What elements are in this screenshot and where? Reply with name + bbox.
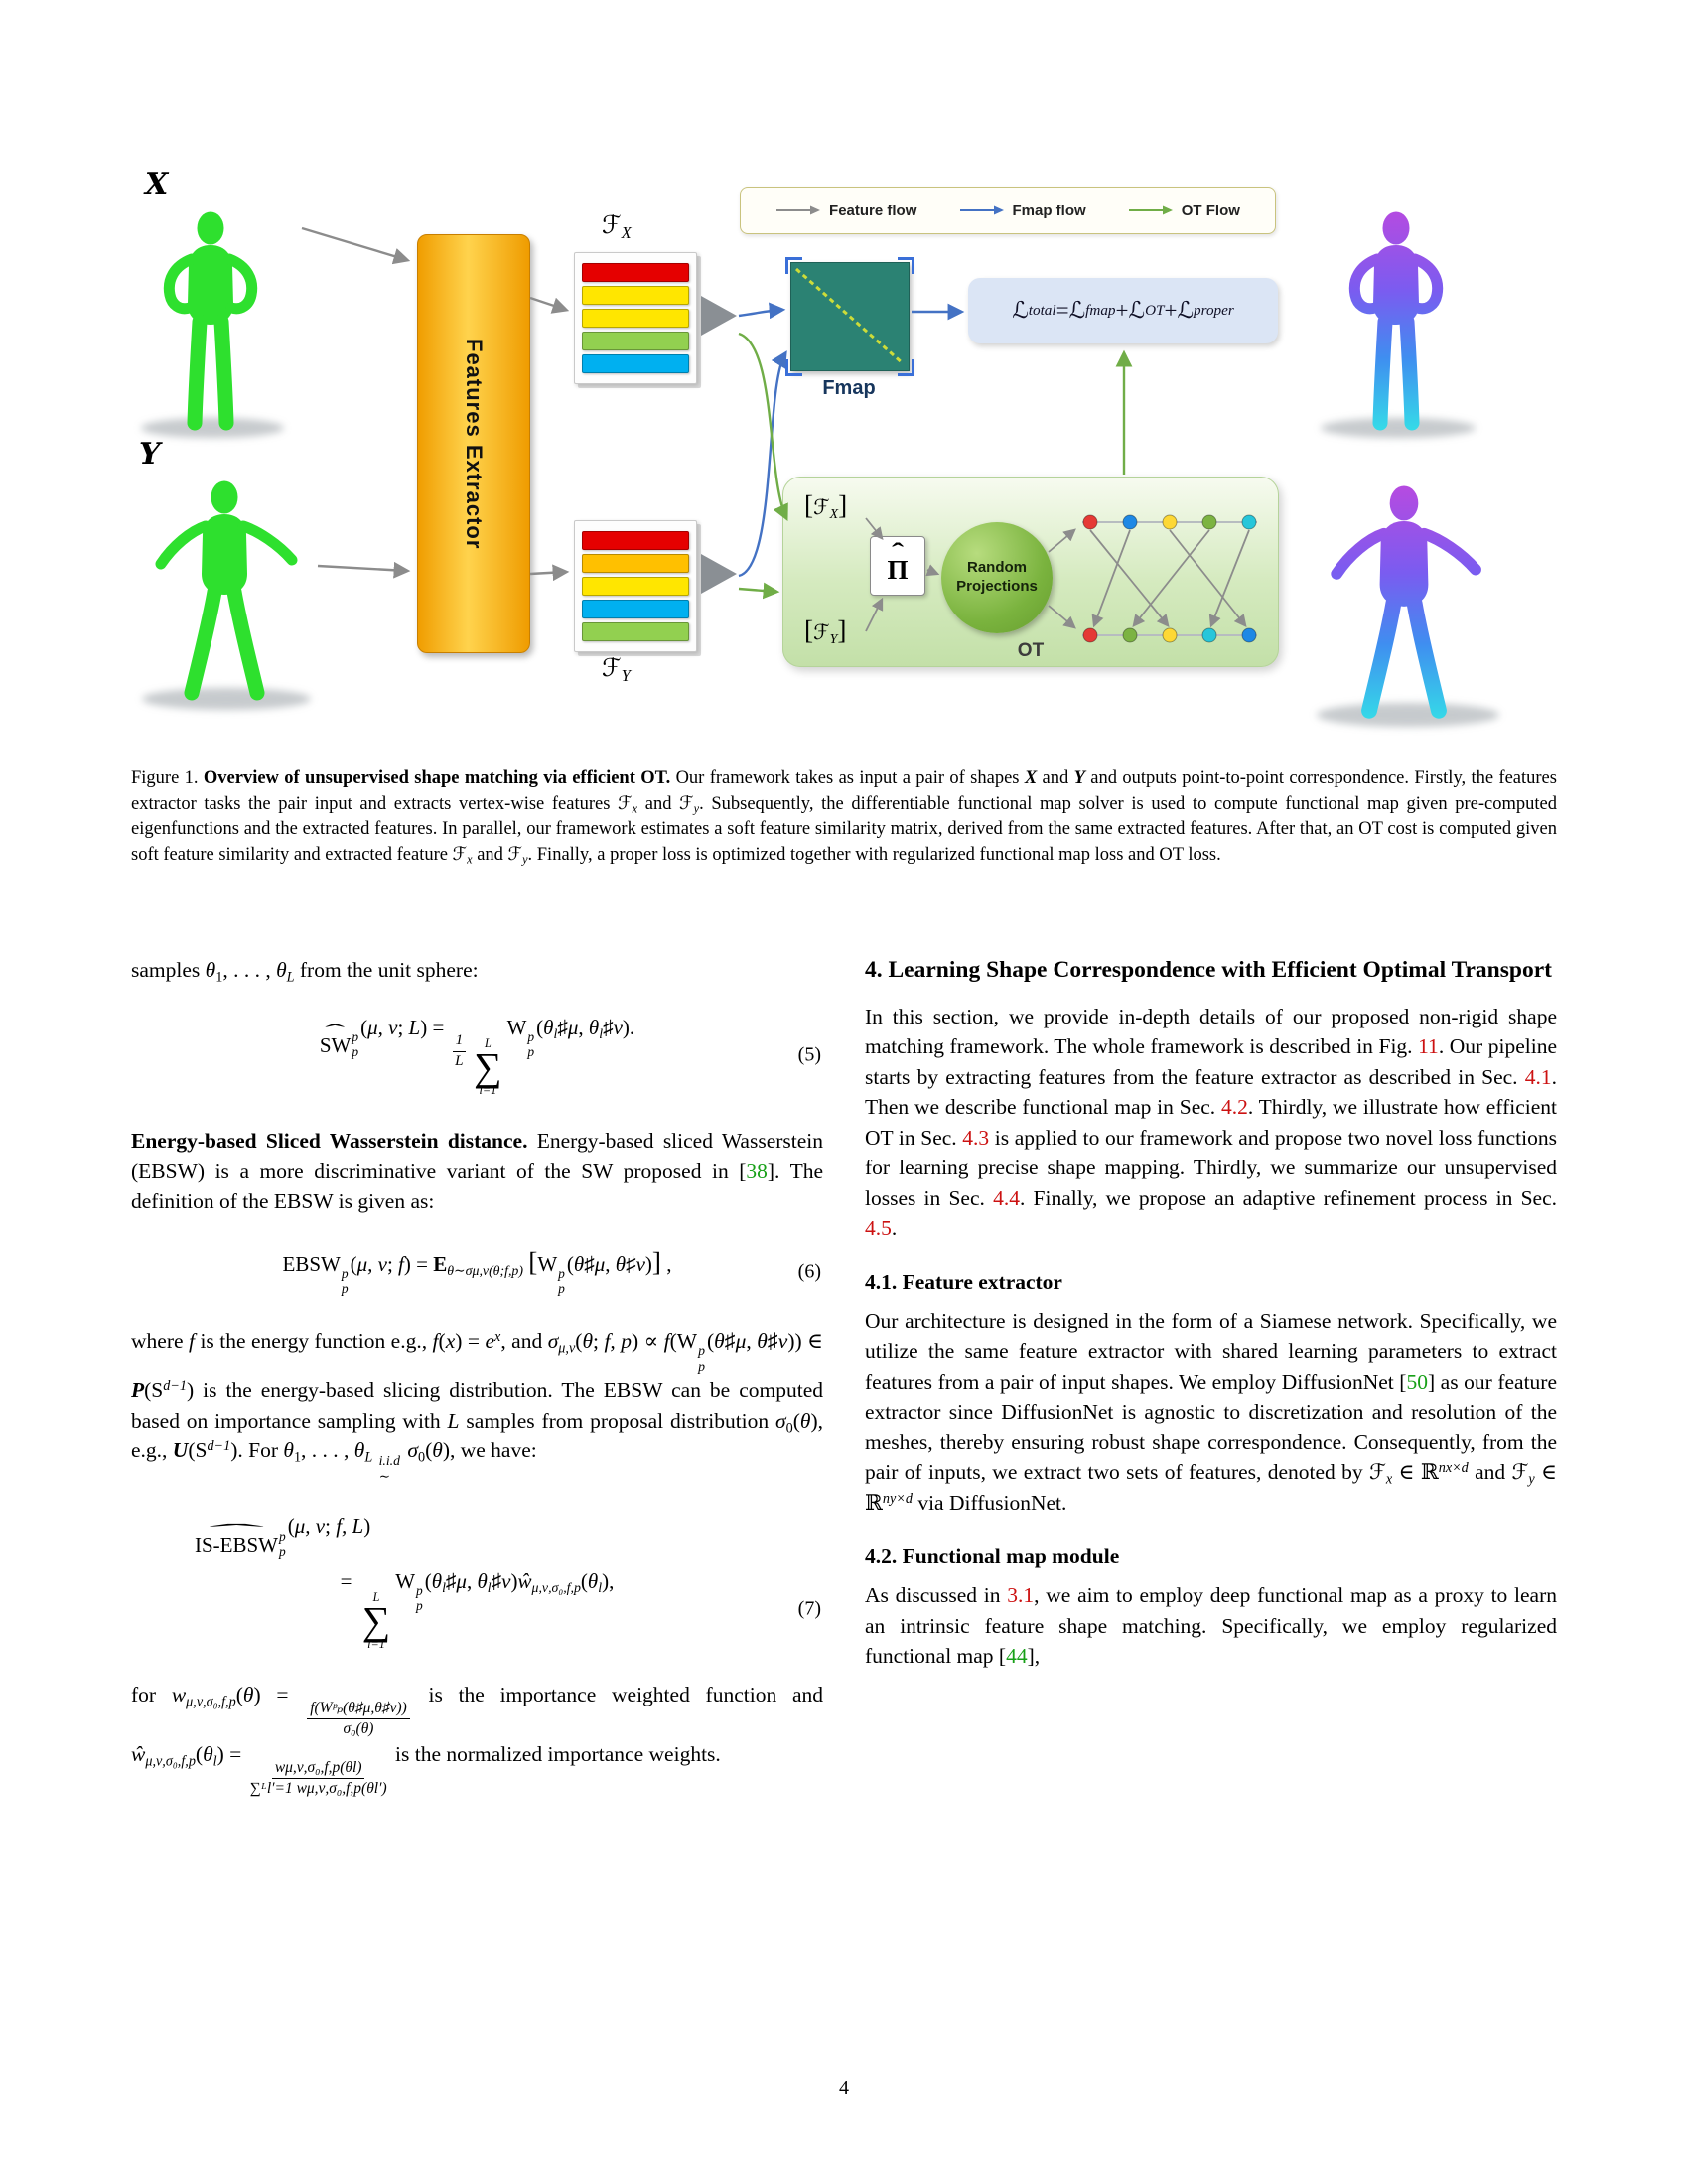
legend-label: Feature flow	[829, 202, 917, 219]
result-shape-fmap	[1354, 212, 1437, 424]
section-ref[interactable]: 4.2	[1220, 1095, 1248, 1120]
figure-1-diagram: X Y Features Extractor ℱX ℱY Feature flo…	[119, 127, 1569, 738]
citation[interactable]: 44	[1006, 1644, 1028, 1669]
section-ref[interactable]: 4.1	[1524, 1064, 1552, 1089]
shape-y-label: Y	[139, 437, 161, 472]
section-ref[interactable]: 4.3	[962, 1125, 990, 1150]
citation[interactable]: 38	[746, 1159, 768, 1183]
ot-features-x: [ℱX]	[804, 490, 848, 522]
figure-caption: Figure 1. Overview of unsupervised shape…	[131, 768, 1557, 867]
page-number: 4	[839, 2077, 849, 2099]
ot-label: OT	[1017, 640, 1045, 661]
section-ref[interactable]: 4.5	[865, 1216, 892, 1241]
source-shape-x	[169, 212, 251, 424]
feature-stack-x	[574, 252, 697, 384]
section-ref[interactable]: 3.1	[1007, 1583, 1035, 1608]
paragraph: where f is the energy function e.g., f(x…	[131, 1328, 824, 1484]
legend-item-ot-flow: OT Flow	[1128, 203, 1240, 219]
paragraph: samples θ1, . . . , θL from the unit sph…	[131, 958, 479, 986]
result-shape-ot	[1336, 485, 1476, 710]
features-extractor-box: Features Extractor	[417, 234, 530, 653]
feature-flow-arrow-icon	[776, 205, 821, 215]
shape-x-label: X	[145, 167, 169, 202]
figure-legend: Feature flow Fmap flow OT Flow	[740, 187, 1276, 234]
equation-number: (7)	[797, 1597, 821, 1620]
fmap-corner-bracket	[785, 257, 802, 274]
fmap-flow-arrow-icon	[959, 205, 1004, 215]
feature-bar	[582, 332, 689, 350]
paragraph: In this section, we provide in-depth det…	[865, 1004, 1557, 1241]
citation[interactable]: 50	[1406, 1369, 1428, 1394]
legend-item-fmap-flow: Fmap flow	[959, 203, 1086, 219]
section-heading: 4. Learning Shape Correspondence with Ef…	[865, 957, 1552, 983]
random-projections-node: Random Projections	[941, 522, 1053, 633]
ot-flow-arrow-icon	[1128, 205, 1173, 215]
source-shape-y	[161, 481, 292, 694]
feature-bar	[582, 286, 689, 305]
paragraph: Our architecture is designed in the form…	[865, 1308, 1557, 1515]
legend-label: Fmap flow	[1012, 202, 1086, 219]
right-column: 4. Learning Shape Correspondence with Ef…	[865, 955, 1557, 1813]
subsection-heading-4-1: 4.1. Feature extractor	[865, 1269, 1062, 1294]
feature-bar	[582, 531, 689, 550]
feature-bar	[582, 554, 689, 573]
paragraph: Energy-based Sliced Wasserstein distance…	[131, 1129, 823, 1214]
paragraph: for wμ,ν,σ₀,f,p(θ) = f(Wᵖₚ(θ♯μ,θ♯ν))σ₀(θ…	[131, 1683, 823, 1798]
equation-number: (5)	[797, 1043, 821, 1066]
fmap-matrix	[785, 257, 914, 376]
feature-bar	[582, 263, 689, 282]
paragraph: As discussed in 3.1, we aim to employ de…	[865, 1583, 1558, 1669]
section-ref[interactable]: 4.4	[993, 1185, 1020, 1210]
body-columns: samples θ1, . . . , θL from the unit sph…	[131, 955, 1557, 1813]
feature-bar	[582, 622, 689, 641]
ot-features-y: [ℱY]	[804, 615, 847, 647]
features-x-label: ℱX	[602, 212, 632, 242]
equation-number: (6)	[797, 1260, 821, 1283]
legend-label: OT Flow	[1181, 202, 1240, 219]
fmap-corner-bracket	[898, 257, 914, 274]
subsection-heading-4-2: 4.2. Functional map module	[865, 1544, 1120, 1569]
feature-stack-y	[574, 520, 697, 652]
random-projections-line2: Projections	[956, 578, 1038, 595]
feature-bar	[582, 309, 689, 328]
feature-bar	[582, 577, 689, 596]
fmap-corner-bracket	[898, 359, 914, 376]
section-ref[interactable]: 11	[1418, 1034, 1439, 1059]
features-y-label: ℱY	[602, 655, 631, 685]
left-column: samples θ1, . . . , θL from the unit sph…	[131, 955, 823, 1813]
fmap-diagonal	[795, 267, 904, 365]
fmap-label: Fmap	[822, 377, 876, 399]
random-projections-line1: Random	[967, 559, 1027, 577]
feature-bar	[582, 600, 689, 618]
features-extractor-label: Features Extractor	[462, 338, 487, 550]
feature-bar	[582, 354, 689, 373]
legend-item-feature-flow: Feature flow	[775, 203, 916, 219]
